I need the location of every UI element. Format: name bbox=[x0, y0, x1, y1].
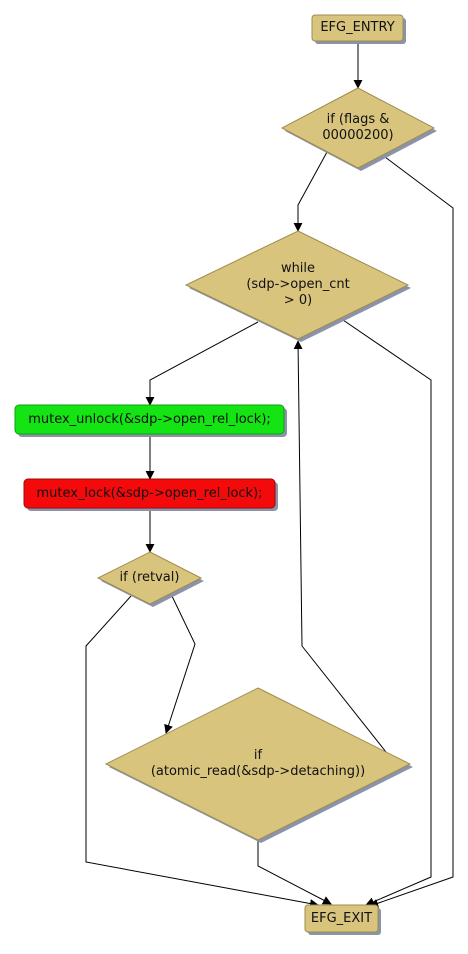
node-cond-retval bbox=[96, 551, 204, 607]
node-loop-while bbox=[184, 230, 411, 342]
node-entry bbox=[311, 14, 406, 44]
node-mutex-unlock bbox=[14, 404, 287, 437]
node-cond-flags bbox=[280, 87, 437, 171]
node-cond-detaching bbox=[104, 687, 413, 843]
node-mutex-lock bbox=[23, 478, 278, 511]
edge-flags-to-exit bbox=[369, 156, 454, 908]
edge-while-to-exit bbox=[342, 319, 432, 906]
edge-retval-to-exit bbox=[85, 595, 319, 908]
edge-while-to-unlock bbox=[145, 321, 259, 406]
edge-retval-to-detaching bbox=[164, 593, 196, 734]
edge-flags-to-while bbox=[293, 151, 328, 232]
node-exit bbox=[304, 904, 381, 935]
edge-detaching-to-while bbox=[293, 340, 387, 753]
edge-detaching-to-exit bbox=[257, 840, 332, 905]
